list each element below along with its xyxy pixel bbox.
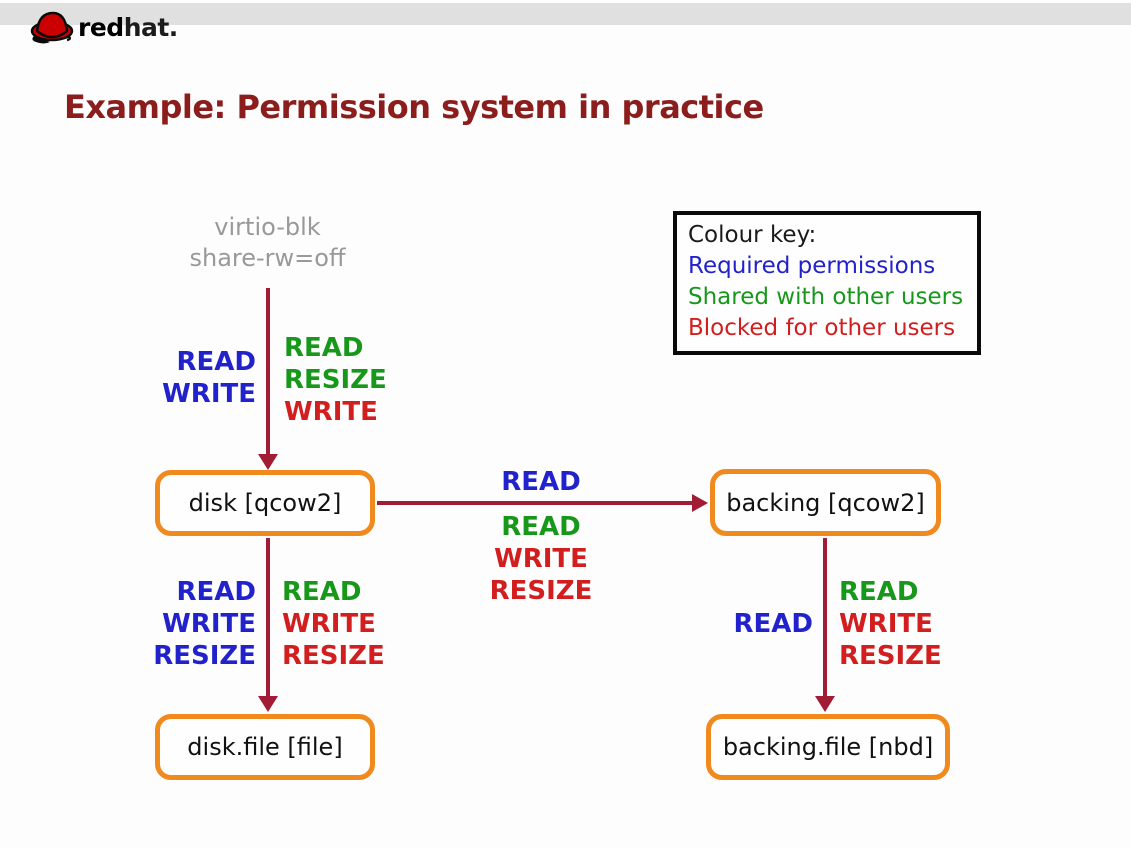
permission-label: RESIZE	[153, 641, 256, 671]
node-backing: backing [qcow2]	[710, 469, 941, 536]
permission-label: READ	[284, 333, 364, 363]
edge-disk-backing-required-labels: READ	[456, 466, 626, 498]
permission-label: READ	[733, 609, 814, 639]
arrow-disk-to-disk-file	[266, 538, 270, 698]
permission-label: WRITE	[494, 544, 588, 574]
permission-label: WRITE	[839, 609, 933, 639]
edge-disk-diskfile-other-labels: READ WRITE RESIZE	[282, 576, 385, 672]
colour-key-title: Colour key:	[688, 222, 817, 248]
redhat-hat-icon	[30, 11, 74, 44]
permission-label: WRITE	[282, 609, 376, 639]
colour-key: Colour key: Required permissions Shared …	[673, 211, 981, 355]
virtio-blk-line2: share-rw=off	[189, 244, 346, 272]
colour-key-blocked: Blocked for other users	[688, 315, 956, 341]
permission-label: READ	[839, 577, 919, 607]
colour-key-shared: Shared with other users	[688, 284, 964, 310]
permission-label: READ	[501, 467, 581, 497]
permission-label: READ	[176, 347, 257, 377]
node-backing-file: backing.file [nbd]	[706, 714, 950, 780]
arrowhead-backing-to-backing-file	[815, 696, 835, 712]
node-disk-file: disk.file [file]	[155, 714, 375, 780]
redhat-logo: redhat.	[28, 6, 178, 48]
slide-title: Example: Permission system in practice	[64, 88, 764, 126]
permission-label: RESIZE	[282, 641, 385, 671]
node-disk: disk [qcow2]	[155, 470, 375, 536]
brand-red: red	[78, 12, 124, 42]
edge-virtio-disk-other-labels: READ RESIZE WRITE	[284, 332, 387, 428]
virtio-blk-line1: virtio-blk	[214, 213, 321, 241]
edge-backing-backingfile-required-labels: READ	[700, 608, 814, 640]
arrowhead-disk-to-backing	[692, 494, 708, 512]
arrowhead-disk-to-disk-file	[258, 696, 278, 712]
node-backing-file-label: backing.file [nbd]	[722, 733, 934, 761]
node-backing-label: backing [qcow2]	[726, 488, 925, 517]
edge-disk-diskfile-required-labels: READ WRITE RESIZE	[110, 576, 256, 672]
edge-disk-backing-other-labels: READ WRITE RESIZE	[456, 511, 626, 607]
redhat-wordmark: redhat.	[78, 13, 178, 42]
permission-label: WRITE	[162, 609, 256, 639]
permission-label: WRITE	[162, 379, 256, 409]
permission-label: RESIZE	[284, 365, 387, 395]
node-disk-file-label: disk.file [file]	[187, 733, 343, 761]
permission-label: WRITE	[284, 397, 378, 427]
edge-backing-backingfile-other-labels: READ WRITE RESIZE	[839, 576, 942, 672]
node-virtio-blk: virtio-blk share-rw=off	[150, 212, 385, 274]
node-disk-label: disk [qcow2]	[188, 489, 342, 517]
permission-label: READ	[282, 577, 362, 607]
top-bar	[0, 3, 1131, 25]
edge-virtio-disk-required-labels: READ WRITE	[110, 346, 256, 410]
arrow-backing-to-backing-file	[823, 538, 827, 698]
arrowhead-virtio-to-disk	[258, 454, 278, 470]
arrow-disk-to-backing	[377, 501, 692, 505]
permission-label: RESIZE	[839, 641, 942, 671]
colour-key-required: Required permissions	[688, 253, 936, 279]
permission-label: READ	[501, 512, 581, 542]
arrow-virtio-to-disk	[266, 288, 270, 456]
permission-label: READ	[176, 577, 257, 607]
brand-hat: hat.	[123, 12, 179, 42]
permission-label: RESIZE	[489, 576, 593, 606]
